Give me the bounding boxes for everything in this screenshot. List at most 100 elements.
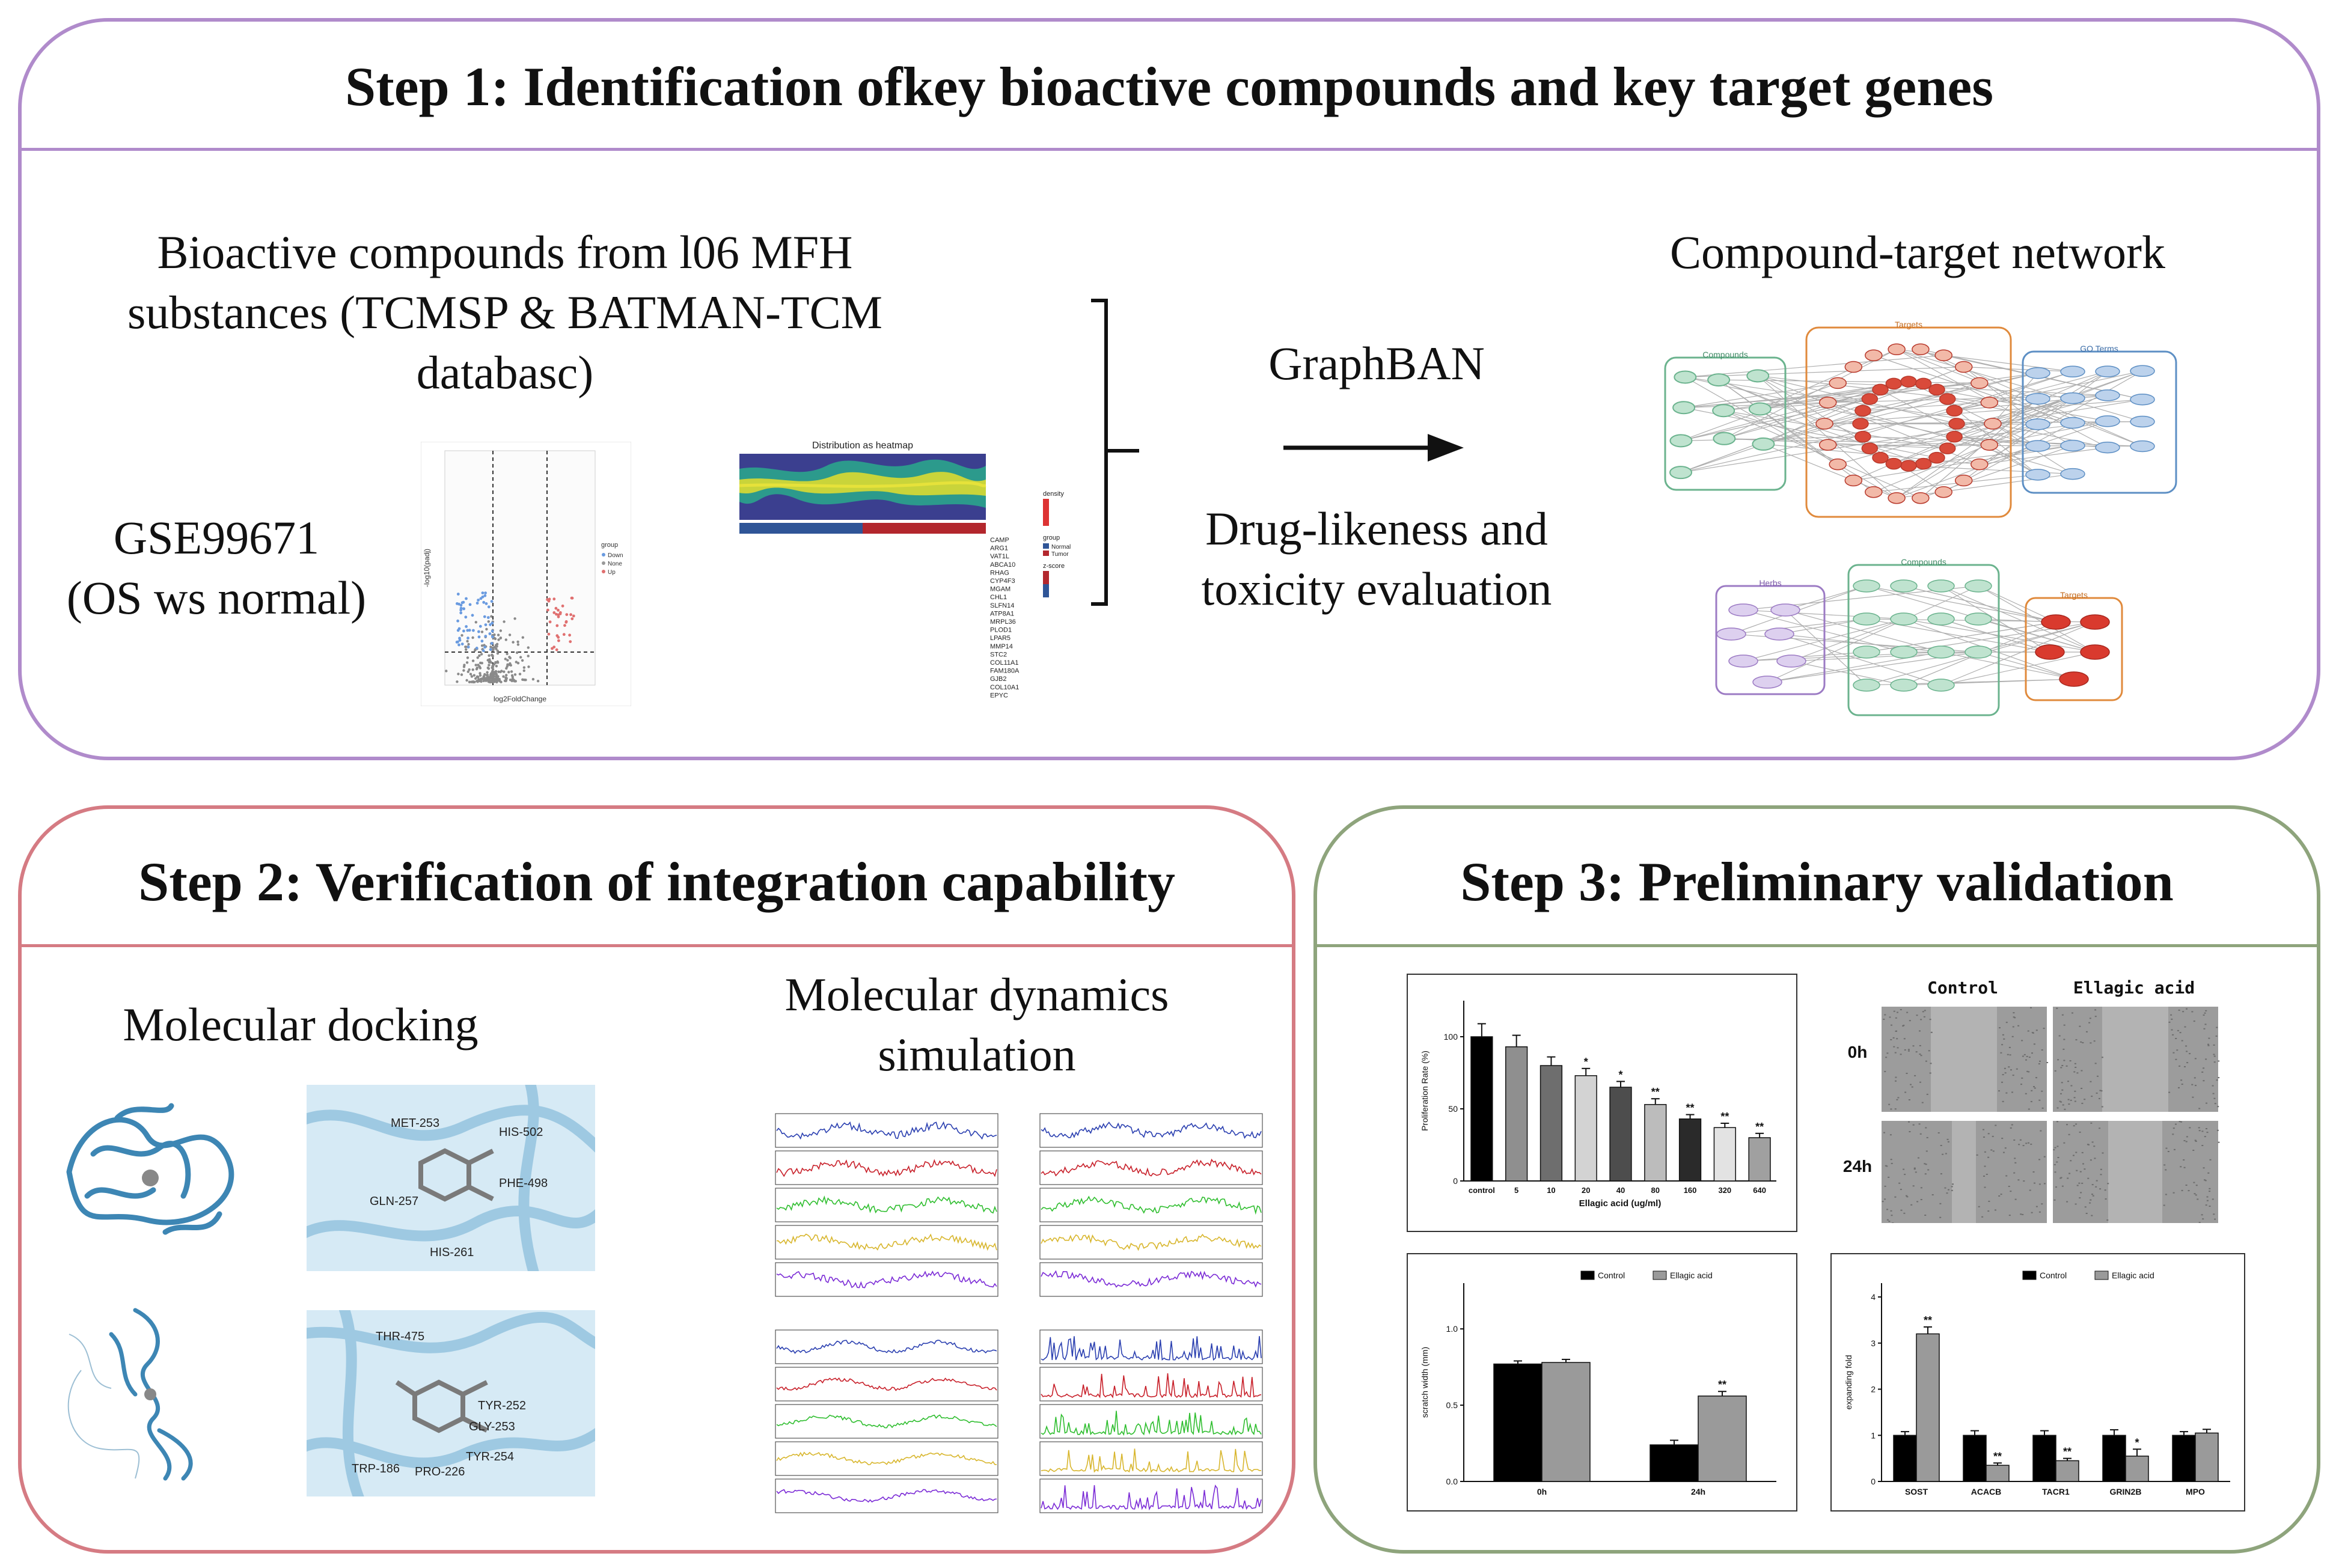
wound-texture <box>2175 1123 2177 1125</box>
network-edge <box>1896 349 2073 446</box>
md-trace <box>776 1489 997 1503</box>
wound-texture <box>2218 1141 2220 1143</box>
wound-texture <box>2206 1128 2207 1129</box>
wound-texture <box>2060 1093 2062 1094</box>
wound-texture <box>2168 1021 2171 1023</box>
wound-texture <box>2081 1182 2084 1184</box>
wound-texture <box>2029 1189 2031 1191</box>
volcano-point-up <box>565 613 569 616</box>
wound-texture <box>2009 1054 2011 1056</box>
wound-col-control: Control <box>1927 978 1998 998</box>
wound-texture <box>2215 1036 2218 1037</box>
volcano-point-down <box>482 600 486 604</box>
wound-texture <box>2014 1017 2016 1019</box>
wound-texture <box>2181 1084 2183 1085</box>
y-tick-label: 0 <box>1453 1176 1458 1186</box>
wound-texture <box>2165 1147 2168 1149</box>
volcano-point-up <box>563 624 566 627</box>
step3-divider <box>1317 944 2317 947</box>
network-edge <box>1685 376 1990 445</box>
wound-texture <box>2099 1188 2102 1190</box>
wound-texture <box>2168 1091 2171 1093</box>
wound-texture <box>1890 1210 1892 1212</box>
volcano-point <box>509 662 512 665</box>
volcano-point-down <box>479 597 483 600</box>
network-edge <box>1978 585 2096 653</box>
network2-compound-node <box>1853 612 1880 626</box>
volcano-legend-none: None <box>608 561 622 567</box>
wound-texture <box>2180 1121 2182 1123</box>
wound-texture <box>2179 1032 2182 1034</box>
wound-texture <box>2205 1010 2207 1011</box>
volcano-point-down <box>466 636 469 640</box>
volcano-point-down <box>465 625 468 628</box>
wound-texture <box>1920 1055 1922 1057</box>
x-tick-label: 320 <box>1718 1186 1731 1195</box>
wound-texture <box>2041 1090 2043 1092</box>
network-target-node <box>1915 377 1932 390</box>
md-line-2: simulation <box>878 1028 1076 1081</box>
bar <box>2032 1435 2056 1482</box>
wound-texture <box>2084 1099 2086 1100</box>
heatmap-gene-label: LPAR5 <box>990 635 1011 642</box>
heatmap-gene-label: MGAM <box>990 586 1011 593</box>
network2-compound-node <box>1890 612 1918 626</box>
md-label: Molecular dynamics simulation <box>751 965 1202 1085</box>
wound-texture <box>2061 1014 2064 1016</box>
network-edge <box>1680 402 1990 473</box>
wound-texture <box>2204 1179 2206 1181</box>
y-tick-label: 1.0 <box>1446 1324 1458 1334</box>
network-edge <box>1992 373 2038 424</box>
wound-texture <box>2203 1067 2205 1069</box>
volcano-point-down <box>460 642 464 645</box>
wound-texture <box>2206 1196 2209 1198</box>
legend-swatch <box>1580 1271 1595 1280</box>
wound-texture <box>2165 1169 2167 1171</box>
volcano-point-up <box>570 617 574 620</box>
wound-texture <box>1921 1102 1924 1103</box>
network-target-node <box>1928 383 1945 396</box>
residue-label: TYR-252 <box>478 1399 526 1412</box>
volcano-point-down <box>466 629 469 632</box>
wound-texture <box>2017 1025 2020 1027</box>
wound-texture <box>2203 1080 2205 1082</box>
network2-target-node <box>2059 671 2089 687</box>
wound-texture <box>1944 1187 1946 1189</box>
network-go-node <box>2025 418 2050 430</box>
wound-texture <box>2214 1218 2216 1220</box>
volcano-point <box>496 679 500 682</box>
heatmap-gene-label: FAM180A <box>990 668 1020 675</box>
wound-texture <box>2213 1061 2216 1063</box>
volcano-point <box>497 633 500 636</box>
wound-texture <box>2003 1152 2005 1153</box>
heatmap-gene-label: MMP14 <box>990 643 1013 650</box>
wound-texture <box>2090 1199 2092 1201</box>
wound-texture <box>2101 1057 2103 1058</box>
volcano-point <box>462 669 465 672</box>
wound-texture <box>2216 1027 2218 1028</box>
wound-texture <box>2084 1206 2087 1208</box>
wound-texture <box>2013 1172 2016 1174</box>
network-go-node <box>2095 415 2120 427</box>
volcano-point-down <box>468 629 471 632</box>
wound-texture <box>2068 1173 2071 1174</box>
network-compound-node <box>1746 369 1770 383</box>
volcano-point <box>492 679 495 682</box>
wound-texture <box>2188 1190 2190 1192</box>
wound-texture <box>2076 1185 2079 1186</box>
volcano-point-down <box>484 635 488 638</box>
volcano-point-up <box>569 640 572 643</box>
wound-texture <box>1926 1093 1928 1095</box>
wound-texture <box>2073 1097 2076 1099</box>
volcano-ylabel: -log10(padj) <box>423 549 431 587</box>
network-edge <box>1862 436 2143 447</box>
network-edge <box>1743 651 1867 662</box>
wound-texture <box>1920 1019 1922 1020</box>
wound-texture <box>1889 1134 1892 1136</box>
network-edge <box>1763 389 1881 445</box>
wound-texture <box>2004 1067 2006 1069</box>
wound-texture <box>2008 1046 2011 1048</box>
wound-texture <box>2212 1093 2215 1094</box>
volcano-point-down <box>464 615 468 619</box>
wound-texture <box>2021 1077 2023 1079</box>
